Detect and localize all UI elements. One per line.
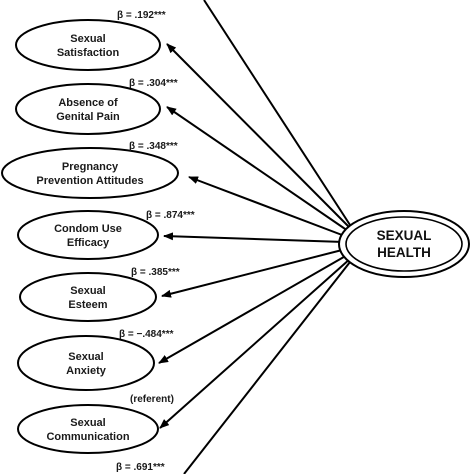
beta-label-sexual-satisfaction: β = .192*** — [117, 10, 166, 21]
indicator-label-line1: Condom Use — [54, 223, 122, 235]
indicator-label-line2: Efficacy — [67, 237, 110, 249]
path-arrow-esteem — [161, 248, 347, 298]
indicator-sexual-anxiety: Sexual Anxiety — [17, 335, 155, 391]
path-arrow-genital-pain — [166, 106, 352, 234]
indicator-label-line2: Communication — [46, 431, 129, 443]
indicator-label-line2: Prevention Attitudes — [36, 175, 143, 187]
offscreen-top-path — [203, 0, 353, 229]
indicator-label-line2: Esteem — [68, 299, 107, 311]
indicator-label-line2: Anxiety — [66, 365, 107, 377]
indicator-label-line1: Sexual — [70, 33, 105, 45]
latent-label-line2: HEALTH — [377, 245, 431, 260]
beta-label-sexual-anxiety: β = −.484*** — [119, 329, 174, 340]
beta-label-genital-pain: β = .304*** — [129, 78, 178, 89]
beta-label-condom-efficacy: β = .874*** — [146, 210, 195, 221]
indicator-label-line1: Pregnancy — [62, 161, 119, 173]
indicator-label-line1: Sexual — [70, 285, 105, 297]
latent-label-line1: SEXUAL — [377, 228, 432, 243]
offscreen-bottom-path — [183, 261, 351, 474]
indicator-sexual-esteem: Sexual Esteem — [19, 272, 157, 322]
indicator-label-line1: Sexual — [70, 417, 105, 429]
indicator-sexual-satisfaction: Sexual Satisfaction — [15, 19, 161, 71]
latent-sexual-health: SEXUAL HEALTH — [338, 210, 470, 278]
indicator-pregnancy-prevention-attitudes: Pregnancy Prevention Attitudes — [1, 147, 179, 199]
path-arrow-satisfaction — [166, 43, 353, 231]
beta-label-pregnancy-prevention: β = .348*** — [129, 141, 178, 152]
indicator-label-line1: Absence of — [58, 97, 118, 109]
beta-label-bottom: β = .691*** — [116, 462, 165, 473]
indicator-label-line2: Satisfaction — [57, 47, 120, 59]
path-arrow-anxiety — [158, 253, 350, 364]
indicator-sexual-communication: Sexual Communication — [17, 404, 159, 454]
beta-label-sexual-esteem: β = .385*** — [131, 267, 180, 278]
referent-label: (referent) — [130, 394, 174, 405]
path-arrow-condom-efficacy — [163, 232, 345, 243]
indicator-label-line2: Genital Pain — [56, 111, 120, 123]
path-arrow-pregnancy-prevention — [188, 176, 351, 239]
indicator-label-line1: Sexual — [68, 351, 103, 363]
path-arrow-communication — [159, 257, 352, 429]
indicator-absence-of-genital-pain: Absence of Genital Pain — [15, 83, 161, 135]
indicator-condom-use-efficacy: Condom Use Efficacy — [17, 210, 159, 260]
